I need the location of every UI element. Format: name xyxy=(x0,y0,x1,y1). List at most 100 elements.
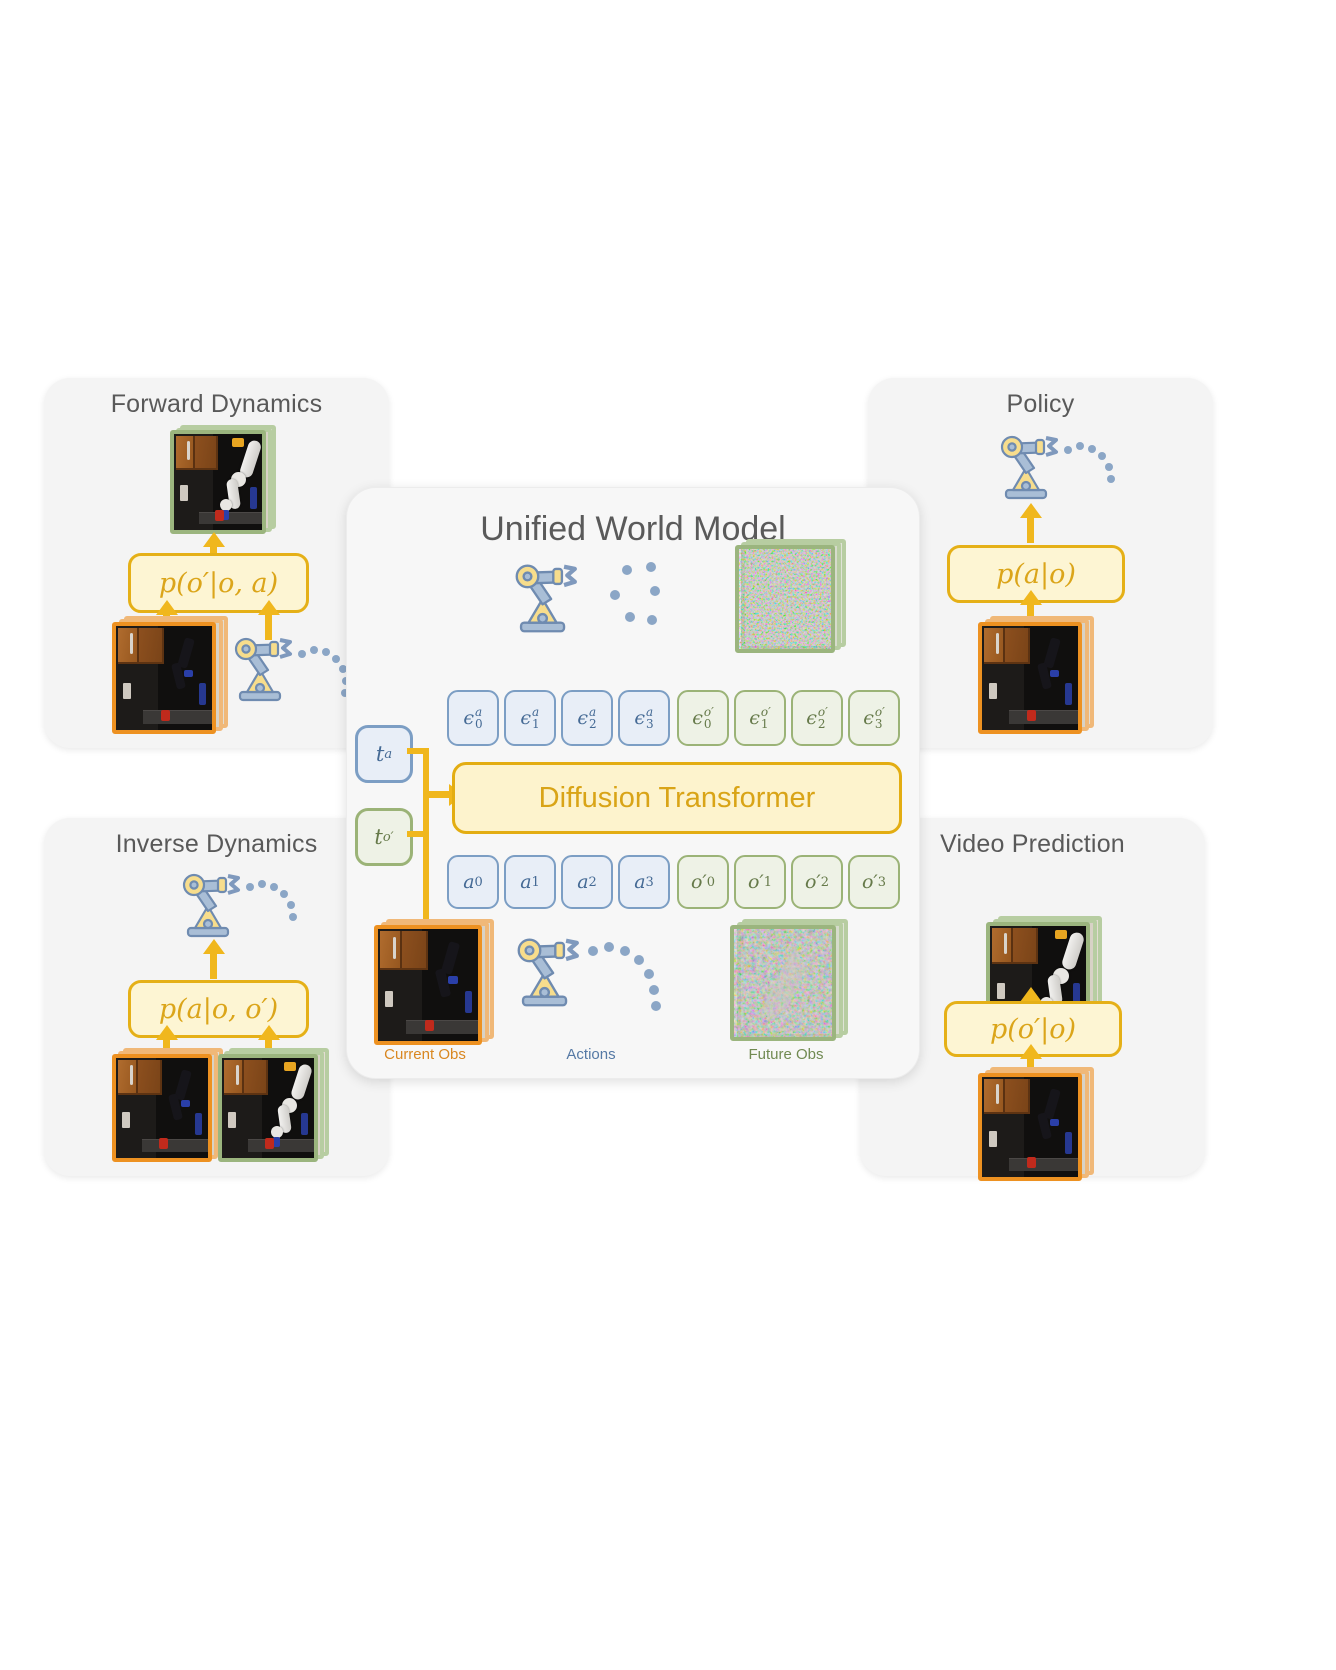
connector-to-horizontal xyxy=(407,831,429,837)
center-panel-title: Unified World Model xyxy=(480,510,786,548)
noise-token-4-sub: 0 xyxy=(703,717,712,731)
sequence-token-6: o′2 xyxy=(791,855,843,909)
robot-scene xyxy=(174,434,262,530)
sequence-token-3-sub: 3 xyxy=(645,874,654,890)
noise-token-7-sup: o′ xyxy=(874,705,885,719)
photo-front-current-obs xyxy=(374,925,482,1045)
noise-token-7-sub: 3 xyxy=(874,717,883,731)
caption-current-obs-text: Current Obs xyxy=(384,1046,466,1063)
noise-token-1-base: ϵ xyxy=(520,707,531,729)
robot-scene xyxy=(378,929,478,1041)
robot-arm-glyph xyxy=(517,938,579,1007)
panel-title-video-prediction: Video Prediction xyxy=(940,830,1125,858)
noise-token-6-sub: 2 xyxy=(817,717,826,731)
connector-ta-horizontal xyxy=(407,748,429,754)
robot-arm-glyph xyxy=(182,873,240,938)
sequence-token-7-base: o′ xyxy=(861,871,878,893)
noise-token-3-sup: a xyxy=(646,705,654,719)
formula-inverse-dynamics-text: p(a|o, o′) xyxy=(158,993,279,1025)
noise-token-0-base: ϵ xyxy=(463,707,474,729)
sequence-token-2-sub: 2 xyxy=(588,874,597,890)
noise-token-2-sup: a xyxy=(589,705,597,719)
timestep-token-obs-sub: o′ xyxy=(382,829,394,845)
photo-front-current-obs xyxy=(978,1073,1082,1181)
arrow-into-transformer xyxy=(423,791,451,798)
caption-actions: Actions xyxy=(516,1046,666,1063)
sequence-token-0-sub: 0 xyxy=(474,874,483,890)
sequence-token-6-sub: 2 xyxy=(820,874,830,890)
diffusion-transformer-label: Diffusion Transformer xyxy=(538,781,816,814)
connector-vertical-bus xyxy=(423,748,429,998)
timestep-token-action-sub: a xyxy=(384,746,393,762)
robot-arm-glyph xyxy=(515,564,577,633)
formula-forward-dynamics-text: p(o′|o, a) xyxy=(158,567,279,599)
noise-token-5-sup: o′ xyxy=(760,705,771,719)
robot-arm-icon-policy xyxy=(996,428,1068,508)
panel-title-policy: Policy xyxy=(1006,390,1075,418)
robot-arm-icon-fd xyxy=(230,630,302,710)
robot-scene xyxy=(222,1058,314,1158)
formula-video-prediction-text: p(o′|o) xyxy=(989,1013,1077,1045)
noise-texture xyxy=(734,929,832,1037)
photo-front-future-obs xyxy=(218,1054,318,1162)
noise-token-1-sup: a xyxy=(532,705,540,719)
photo-stack-current-obs-policy xyxy=(978,616,1094,734)
robot-arm-glyph xyxy=(1000,435,1058,500)
sequence-token-7-sub: 3 xyxy=(877,874,887,890)
sequence-token-7: o′3 xyxy=(848,855,900,909)
noise-token-3-sub: 3 xyxy=(646,717,654,731)
photo-stack-future-obs-id xyxy=(218,1048,329,1164)
sequence-token-1-base: a xyxy=(520,871,532,893)
robot-scene xyxy=(116,1058,208,1158)
trajectory-dots-policy xyxy=(1062,438,1124,508)
photo-stack-current-obs-center xyxy=(374,919,494,1047)
photo-front-current-obs xyxy=(978,622,1082,734)
arrow-policy-up xyxy=(1027,516,1034,543)
noise-token-5-sub: 1 xyxy=(760,717,769,731)
robot-scene xyxy=(982,626,1078,730)
arrow-id-up xyxy=(210,952,217,979)
panel-title-inverse-dynamics: Inverse Dynamics xyxy=(115,830,318,858)
noise-image-future-obs-bottom xyxy=(730,919,848,1043)
timestep-token-obs-base: t xyxy=(374,825,383,849)
caption-current-obs: Current Obs xyxy=(360,1046,490,1063)
sequence-token-0-base: a xyxy=(463,871,475,893)
timestep-token-action-base: t xyxy=(375,742,385,766)
sequence-token-6-base: o′ xyxy=(804,871,821,893)
sequence-token-3-base: a xyxy=(634,871,646,893)
noisy-action-dots-center xyxy=(598,562,668,642)
caption-actions-text: Actions xyxy=(566,1046,616,1063)
sequence-token-5-base: o′ xyxy=(747,871,764,893)
sequence-token-5-sub: 1 xyxy=(763,874,773,890)
noise-token-0-sub: 0 xyxy=(475,717,483,731)
photo-stack-future-obs-fd xyxy=(170,425,276,536)
noise-token-4-base: ϵ xyxy=(692,707,703,729)
noise-token-3-base: ϵ xyxy=(634,707,645,729)
robot-scene xyxy=(982,1077,1078,1177)
photo-front-future-obs xyxy=(170,430,266,534)
sequence-token-5: o′1 xyxy=(734,855,786,909)
caption-future-obs: Future Obs xyxy=(716,1046,856,1063)
robot-arm-icon-center-top xyxy=(510,556,588,642)
diffusion-transformer-box: Diffusion Transformer xyxy=(452,762,902,834)
photo-front-current-obs xyxy=(112,1054,212,1162)
robot-arm-glyph xyxy=(234,637,292,702)
photo-stack-current-obs-vp xyxy=(978,1067,1094,1183)
noise-token-6-sup: o′ xyxy=(817,705,828,719)
noise-texture xyxy=(739,549,831,649)
noise-front xyxy=(735,545,835,653)
robot-arm-icon-center-bottom xyxy=(512,930,590,1016)
noise-token-7-base: ϵ xyxy=(863,707,874,729)
noise-token-2-base: ϵ xyxy=(577,707,588,729)
arrow-fd-from-action xyxy=(265,613,272,640)
